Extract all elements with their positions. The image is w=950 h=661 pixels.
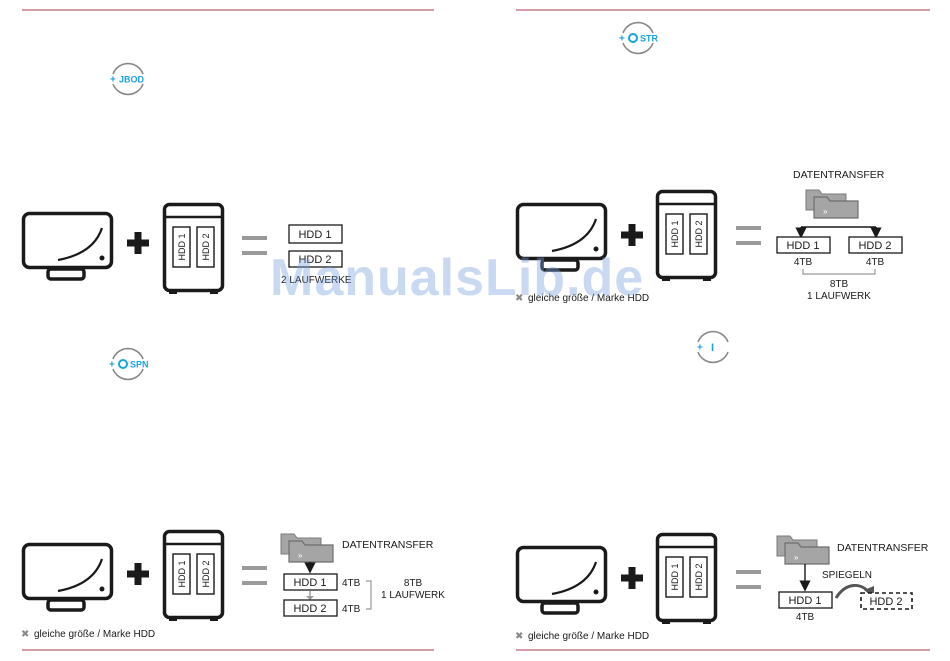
folder-icon: »	[805, 189, 859, 219]
enclosure-icon: HDD 1 HDD 2	[655, 532, 718, 624]
plus-glyph: +	[619, 34, 625, 45]
drive-box-mirror	[860, 592, 913, 610]
equals-icon	[736, 570, 761, 589]
enclosure-icon: HDD 1 HDD 2	[162, 202, 225, 294]
note-icon: ✖	[515, 631, 523, 642]
plus-icon	[127, 563, 149, 585]
svg-text:»: »	[298, 551, 303, 560]
drive-label: HDD 1	[293, 577, 326, 589]
size-label: 4TB	[342, 578, 361, 589]
monitor-icon	[515, 202, 608, 272]
drive-label: HDD 1	[786, 240, 819, 252]
note-icon: ✖	[515, 293, 523, 304]
result-caption: 1 LAUFWERK	[381, 590, 445, 601]
drive-label: HDD 2	[858, 240, 891, 252]
note-text: gleiche größe / Marke HDD	[528, 631, 649, 642]
brace	[802, 269, 876, 275]
drive-label: HDD 1	[788, 595, 821, 607]
drive-box	[776, 236, 831, 254]
svg-text:»: »	[794, 553, 799, 562]
enclosure-icon: HDD 1 HDD 2	[162, 529, 225, 621]
drive-label: HDD 2	[298, 254, 331, 266]
result-caption: 1 LAUFWERK	[807, 291, 871, 302]
mode-badge-mirror: + I	[697, 330, 729, 364]
panel-str: + STR HDD 1 HDD 2 DATEN	[515, 21, 903, 304]
slot-label: HDD 1	[177, 560, 187, 587]
slot-label: HDD 2	[201, 233, 211, 260]
total-size: 8TB	[830, 279, 849, 290]
folder-icon: »	[280, 533, 334, 563]
monitor-icon	[515, 545, 608, 615]
mode-badge-label: I	[711, 342, 714, 354]
equals-icon	[242, 236, 267, 255]
monitor-icon	[21, 542, 114, 612]
plus-glyph: +	[109, 360, 115, 371]
slot-label: HDD 2	[694, 220, 704, 247]
note-icon: ✖	[21, 629, 29, 640]
transfer-label: DATENTRANSFER	[793, 169, 885, 181]
transfer-label: DATENTRANSFER	[342, 539, 434, 551]
plus-icon	[127, 232, 149, 254]
mode-badge-label: JBOD	[119, 75, 145, 85]
transfer-label: DATENTRANSFER	[837, 542, 929, 554]
size-label: 4TB	[342, 604, 361, 615]
panel-spn: + SPN HDD 1 HDD 2	[21, 347, 445, 640]
brace	[366, 580, 372, 610]
folder-icon: »	[776, 535, 830, 565]
drive-label: HDD 1	[298, 229, 331, 241]
drive-box	[283, 599, 338, 617]
drive-box	[848, 236, 903, 254]
slot-label: HDD 1	[670, 220, 680, 247]
size-label: 4TB	[794, 257, 813, 268]
mode-badge-label: SPN	[130, 360, 149, 370]
mode-badge-spn: + SPN	[109, 347, 149, 381]
drive-label: HDD 2	[869, 596, 902, 608]
drive-label: HDD 2	[293, 603, 326, 615]
mode-badge-str: + STR	[619, 21, 659, 55]
mirror-label: SPIEGELN	[822, 570, 872, 581]
slot-label: HDD 2	[694, 563, 704, 590]
total-size: 8TB	[404, 578, 423, 589]
plus-glyph: +	[110, 75, 116, 86]
enclosure-icon: HDD 1 HDD 2	[655, 189, 718, 281]
equals-icon	[736, 226, 761, 245]
arrow-head-grey	[306, 596, 314, 600]
panel-jbod: + JBOD HDD 1 HDD 2	[21, 62, 352, 294]
equals-icon	[242, 566, 267, 585]
slot-label: HDD 2	[201, 560, 211, 587]
size-label: 4TB	[866, 257, 885, 268]
slot-label: HDD 1	[177, 233, 187, 260]
drive-box	[778, 591, 833, 609]
note-text: gleiche größe / Marke HDD	[34, 629, 155, 640]
result-drives: HDD 1 HDD 2 2 LAUFWERKE	[281, 224, 352, 286]
size-label: 4TB	[796, 612, 815, 623]
plus-icon	[621, 224, 643, 246]
slot-label: HDD 1	[670, 563, 680, 590]
plus-icon	[621, 567, 643, 589]
mode-badge-label: STR	[640, 34, 659, 44]
panel-mirror: + I HDD 1 HDD 2	[515, 330, 929, 642]
note-text: gleiche größe / Marke HDD	[528, 293, 649, 304]
zero-glyph	[628, 33, 638, 43]
zero-glyph	[118, 359, 128, 369]
svg-text:»: »	[823, 207, 828, 216]
drive-box	[283, 573, 338, 591]
result-caption: 2 LAUFWERKE	[281, 275, 352, 286]
monitor-icon	[21, 211, 114, 281]
mode-badge-jbod: + JBOD	[110, 62, 145, 96]
plus-glyph: +	[697, 343, 703, 354]
